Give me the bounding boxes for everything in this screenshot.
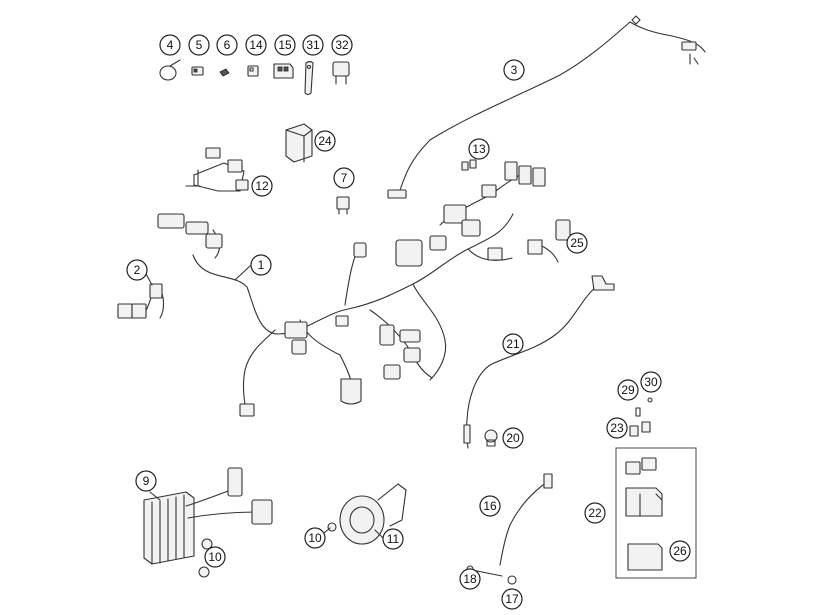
part-ground-cable-21 (463, 275, 615, 449)
callout-6: 6 (216, 34, 238, 56)
callout-10-right-label: 10 (308, 531, 322, 545)
callout-16: 16 (479, 495, 501, 517)
part-regulator-9 (143, 467, 273, 565)
part-cover-24 (285, 123, 313, 163)
callout-1-label: 1 (258, 258, 265, 272)
callout-12: 12 (251, 175, 273, 197)
callout-14: 14 (245, 34, 267, 56)
callout-16-label: 16 (483, 499, 497, 513)
callout-12-label: 12 (255, 179, 269, 193)
part-clips-23 (629, 421, 651, 437)
callout-10-right: 10 (304, 527, 326, 549)
callout-9: 9 (135, 470, 157, 492)
part-bolt-20 (484, 429, 498, 447)
callout-6-label: 6 (224, 38, 231, 52)
part-main-harness-1 (157, 161, 546, 417)
callout-5: 5 (188, 34, 210, 56)
part-connector-14 (247, 65, 259, 77)
callout-31: 31 (302, 34, 324, 56)
callout-11: 11 (382, 528, 404, 550)
callout-10-left-label: 10 (208, 550, 222, 564)
callout-25-label: 25 (570, 236, 584, 250)
callout-2: 2 (126, 259, 148, 281)
part-cable-tie (159, 59, 181, 81)
callout-7-label: 7 (341, 171, 348, 185)
callout-4-label: 4 (167, 38, 174, 52)
callout-20-label: 20 (506, 431, 520, 445)
callout-30-label: 30 (644, 375, 658, 389)
callout-22-label: 22 (588, 506, 602, 520)
callout-31-label: 31 (306, 38, 320, 52)
callout-29-label: 29 (621, 383, 635, 397)
part-bracket-12 (185, 147, 249, 192)
callout-4: 4 (159, 34, 181, 56)
callout-5-label: 5 (196, 38, 203, 52)
callout-14-label: 14 (249, 38, 263, 52)
callout-11-label: 11 (387, 532, 400, 546)
part-relay-32 (332, 61, 350, 85)
callout-24: 24 (314, 130, 336, 152)
callout-25: 25 (566, 232, 588, 254)
part-relay-7 (336, 196, 350, 215)
callout-30: 30 (640, 371, 662, 393)
callout-1: 1 (250, 254, 272, 276)
callout-2-label: 2 (134, 263, 141, 277)
callout-29: 29 (617, 379, 639, 401)
callout-21: 21 (502, 333, 524, 355)
callout-17: 17 (501, 588, 523, 610)
part-cable-16 (499, 473, 553, 566)
callout-26-label: 26 (673, 544, 687, 558)
part-washer-17 (507, 575, 517, 585)
part-connector-15 (273, 63, 294, 79)
part-horn-11 (339, 483, 407, 545)
callout-3-label: 3 (511, 63, 518, 77)
callout-26: 26 (669, 540, 691, 562)
part-nuts-10 (198, 522, 337, 578)
part-connector-5 (191, 66, 204, 76)
part-cable-25 (527, 219, 571, 263)
callout-10-left: 10 (204, 546, 226, 568)
part-strap-31 (304, 60, 314, 96)
part-fuses-13 (461, 159, 477, 171)
callout-3: 3 (503, 59, 525, 81)
callout-22: 22 (584, 502, 606, 524)
callout-13-label: 13 (472, 142, 486, 156)
callout-17-label: 17 (505, 592, 519, 606)
callout-15-label: 15 (278, 38, 292, 52)
callout-23-label: 23 (610, 421, 624, 435)
callout-13: 13 (468, 138, 490, 160)
part-sub-harness-2 (117, 283, 165, 319)
callout-23: 23 (606, 417, 628, 439)
callout-7: 7 (333, 167, 355, 189)
part-screws-29-30 (635, 397, 653, 417)
callout-20: 20 (502, 427, 524, 449)
callout-24-label: 24 (318, 134, 332, 148)
callout-21-label: 21 (506, 337, 520, 351)
callout-9-label: 9 (143, 474, 150, 488)
callout-18: 18 (459, 568, 481, 590)
fuse-box-group (615, 447, 697, 579)
callout-18-label: 18 (463, 572, 477, 586)
part-cable-3 (387, 15, 706, 199)
callout-32: 32 (331, 34, 353, 56)
callout-15: 15 (274, 34, 296, 56)
callout-32-label: 32 (335, 38, 349, 52)
part-bulb-6 (219, 68, 230, 77)
